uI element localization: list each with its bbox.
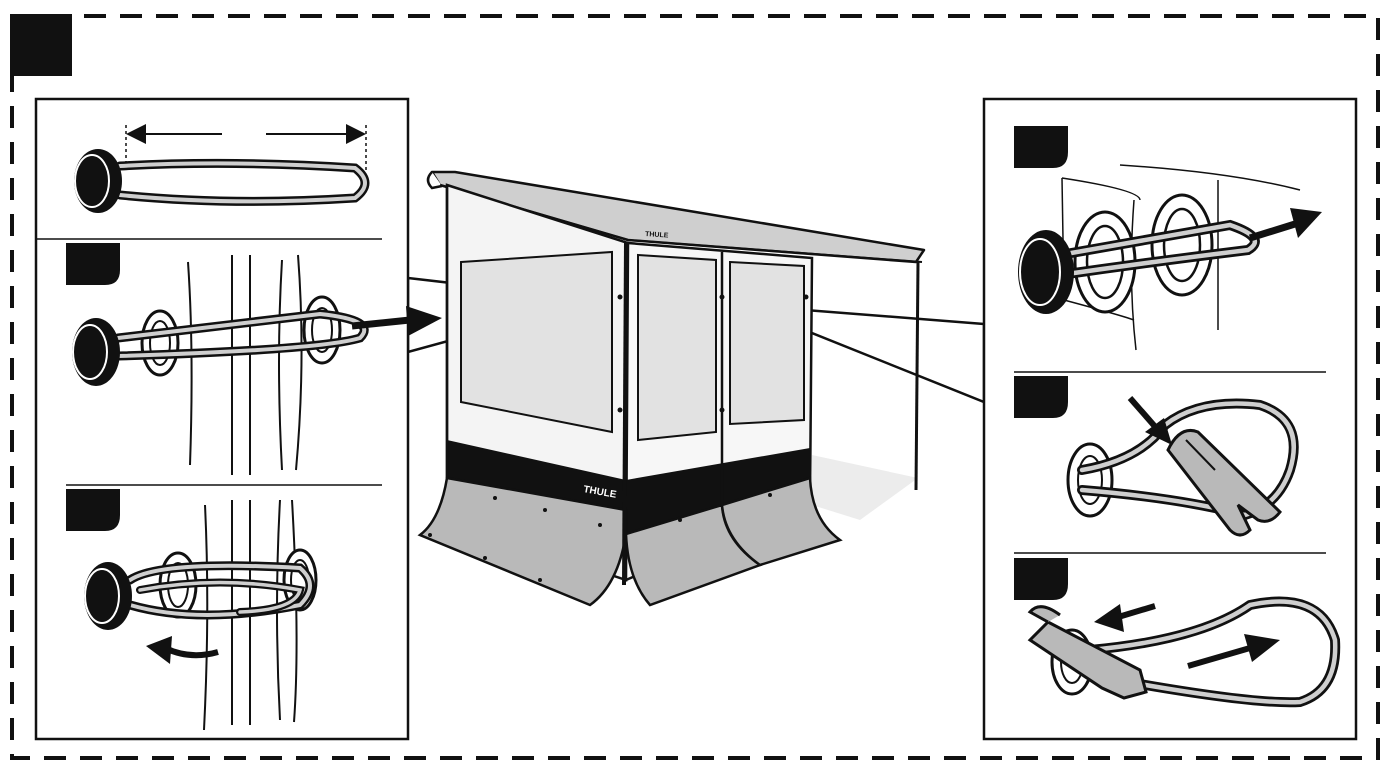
left-step-b-marker — [66, 489, 120, 531]
plastic-clip-icon — [1166, 429, 1283, 537]
right-step-a-marker — [1014, 126, 1068, 168]
ground-shadow — [812, 455, 918, 520]
awning-logo: THULE — [645, 231, 669, 240]
side-mesh — [460, 250, 613, 434]
right-step-b-marker — [1014, 376, 1068, 418]
front-skirt-right — [720, 476, 843, 567]
dashed-frame — [10, 14, 1380, 760]
bungee-cord-icon — [74, 149, 370, 213]
front-pole — [622, 242, 628, 586]
awning-tent-icon: THULE THULE — [417, 170, 926, 607]
eyelet-threading-detail — [1018, 164, 1322, 351]
front-mesh-right — [729, 260, 805, 426]
threading-cord-detail — [72, 254, 442, 475]
wrap-cord-detail — [84, 499, 318, 731]
cord-length-detail — [74, 124, 370, 213]
clip-attach-detail — [1066, 396, 1299, 537]
pull-arrow-icon — [351, 306, 442, 336]
right-step-c-marker — [1014, 558, 1068, 600]
eyelet-ring-icon — [140, 309, 180, 377]
left-step-a-marker — [66, 243, 120, 285]
clip-tension-detail — [1027, 596, 1341, 708]
front-band — [626, 448, 810, 534]
main-step-marker — [10, 14, 72, 76]
rear-pole — [914, 261, 920, 491]
side-band — [447, 440, 626, 510]
front-mesh-left — [637, 253, 717, 442]
